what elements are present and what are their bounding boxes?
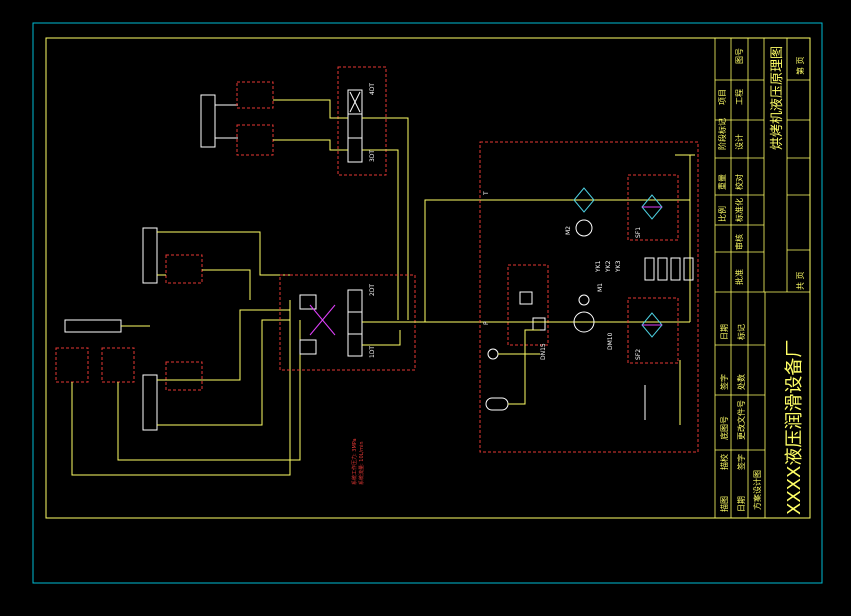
sign-c: 更改文件号 — [736, 400, 746, 440]
inner-frame — [45, 37, 811, 519]
sign-e: 标记 — [736, 324, 746, 340]
label-scheme: 方案设计图 — [752, 470, 762, 510]
label-weight: 重量 — [717, 174, 727, 190]
label-stage: 阶段标记 — [717, 118, 727, 150]
outer-frame — [32, 22, 823, 584]
note-pressure: 系统工作压力: 3MPa — [351, 438, 358, 485]
label-2dt: 2DT — [369, 284, 376, 296]
label-page: 第 页 — [795, 56, 805, 75]
title-block-text: XXXX液压润滑设备厂 烘烤机液压原理图 方案设计图 图号 工程 项目 设计 校… — [717, 46, 805, 515]
system-notes: 系统工作压力: 3MPa 系统流量: 10L/min — [351, 438, 365, 485]
label-dm10: DM10 — [607, 332, 614, 350]
sign-b: 签字 — [736, 454, 746, 470]
label-proj: 项目 — [718, 89, 727, 105]
label-scale: 比例 — [717, 206, 727, 222]
rev-b: 描校 — [719, 454, 729, 470]
component-labels: 4DT 3DT 2DT 1DT M2 M1 DM10 DN15 YK1 YK2 … — [369, 83, 642, 360]
top-actuator-circuit — [200, 66, 409, 320]
label-job: 工程 — [735, 89, 744, 105]
label-sheet: 共 页 — [796, 271, 805, 290]
label-port-t: T — [483, 191, 490, 196]
drawing-title: 烘烤机液压原理图 — [770, 46, 785, 150]
sign-d: 处数 — [736, 374, 746, 390]
sign-a: 日期 — [737, 496, 746, 512]
label-no: 图号 — [735, 48, 744, 64]
title-block — [714, 37, 811, 519]
rev-c: 底图号 — [719, 416, 729, 440]
label-yk2: YK2 — [605, 260, 612, 273]
label-sf2: SF2 — [635, 349, 642, 360]
company-name: XXXX液压润滑设备厂 — [784, 340, 805, 515]
label-m1: M1 — [597, 283, 604, 292]
label-yk1: YK1 — [595, 260, 602, 273]
label-approver: 审核 — [734, 234, 744, 250]
rev-d: 签字 — [719, 374, 729, 390]
label-checker: 校对 — [734, 174, 744, 190]
label-3dt: 3DT — [369, 150, 376, 162]
label-m2: M2 — [565, 226, 572, 235]
label-1dt: 1DT — [369, 346, 376, 358]
rev-e: 日期 — [720, 324, 729, 340]
left-actuator-circuit — [55, 227, 301, 476]
label-sf1: SF1 — [635, 227, 642, 238]
label-standard: 标准化 — [734, 198, 744, 222]
power-unit — [479, 141, 699, 453]
label-designer: 设计 — [734, 134, 744, 150]
label-dn15: DN15 — [540, 343, 547, 360]
label-4dt: 4DT — [369, 83, 376, 95]
note-flow: 系统流量: 10L/min — [358, 441, 365, 485]
label-port-p: P — [483, 321, 490, 325]
label-yk3: YK3 — [615, 260, 622, 273]
label-approve2: 批准 — [734, 269, 744, 285]
main-directional-valve — [279, 199, 480, 371]
rev-a: 描图 — [719, 496, 729, 512]
